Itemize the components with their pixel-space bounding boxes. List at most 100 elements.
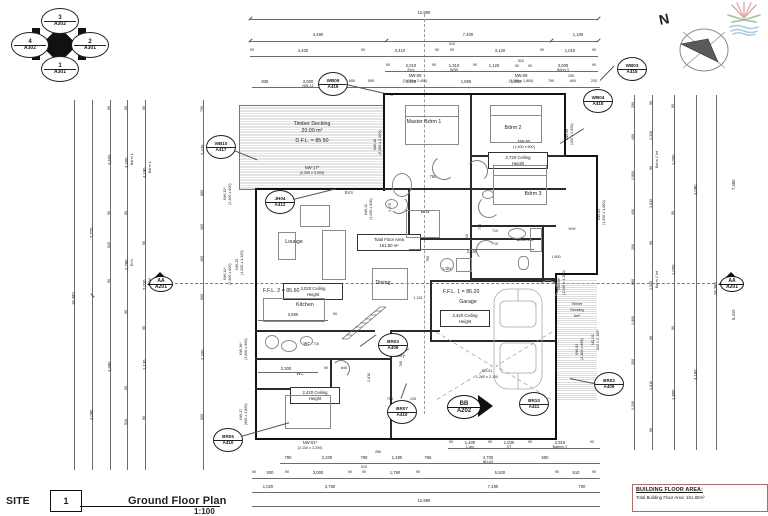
dim-bot2-3: 265 bbox=[374, 450, 382, 454]
dim-line-right-5 bbox=[716, 95, 717, 450]
tag-br05-a: BR05 bbox=[222, 433, 234, 439]
key-plan-elevation-3[interactable]: 3 A302 bbox=[41, 8, 79, 34]
dim-bot3-3: 3,000 bbox=[312, 470, 324, 475]
dim-top3-7: 3,120 bbox=[494, 48, 506, 53]
tag-br05-b: A410 bbox=[214, 439, 242, 446]
dim-line-top-4 bbox=[385, 71, 598, 72]
section-aa-right-a: AA bbox=[728, 277, 736, 284]
sheet-number-box[interactable]: 1 bbox=[50, 490, 82, 512]
tag-bubble-wb06[interactable]: WB06 A416 bbox=[318, 72, 348, 96]
dim-bot2-4: 1,280 bbox=[391, 455, 403, 460]
bath-tub-ens bbox=[392, 173, 412, 197]
dim-right3-3: 1,000 bbox=[671, 264, 676, 275]
dim-top3-8: 90 bbox=[539, 48, 545, 52]
toilet-bathrm2 bbox=[518, 256, 529, 270]
dim-left2-a: 7,770 bbox=[89, 227, 94, 238]
wall-bottom-south bbox=[255, 438, 557, 441]
dim-top3-0: 90 bbox=[249, 48, 255, 52]
dim-bot3-7: 1,790 bbox=[389, 470, 401, 475]
dim-line-left-3 bbox=[110, 100, 111, 470]
dim-left4-2: 90 bbox=[107, 210, 111, 215]
dim-bot3-5: 510 bbox=[360, 465, 368, 469]
kitchen-bench bbox=[263, 298, 325, 322]
dim-bot1-1: 1,400 bbox=[464, 440, 476, 445]
ceiling-bdrm4-l1: 2,420 Ceiling bbox=[302, 390, 328, 396]
dim-line-top-2 bbox=[250, 41, 598, 42]
dim-top5-2: 655 bbox=[348, 79, 356, 83]
dim-2100-internal: 2,100 bbox=[466, 249, 478, 254]
tag-bubble-wb10[interactable]: WB10 A417 bbox=[206, 135, 236, 159]
dim-bot3-1: 930 bbox=[266, 470, 274, 475]
tag-bubble-br03[interactable]: BR03 A409 bbox=[378, 333, 408, 357]
dim-right5-2: 7,480 bbox=[731, 179, 736, 190]
section-line-aa bbox=[175, 283, 715, 284]
key-plan[interactable]: 3 A302 4 A302 2 A301 1 A301 bbox=[6, 6, 114, 82]
tag-br10-b: A411 bbox=[520, 403, 548, 410]
building-floor-area-body: Total Building Floor Area: 161.80m² bbox=[636, 495, 705, 500]
dim-top3-1: 4,400 bbox=[297, 48, 309, 53]
ceiling-bdrm4-l2: Height bbox=[308, 395, 322, 401]
key-plan-elevation-2[interactable]: 2 A301 bbox=[71, 32, 109, 58]
dim-line-bottom-1 bbox=[448, 448, 600, 449]
room-label-bdrm-2: Bdrm 2 bbox=[504, 125, 522, 131]
wall-bathrm2-bottom bbox=[470, 278, 556, 280]
wall-ens-left bbox=[408, 188, 410, 240]
dim-line-right-4 bbox=[696, 95, 697, 450]
dim-right1-3: 400 bbox=[631, 208, 635, 215]
dim-right2-4: 90 bbox=[649, 240, 653, 245]
tag-bubble-br07[interactable]: BR07 A410 bbox=[387, 400, 417, 424]
window-tag-nw11-size: (1,200 x 600) bbox=[369, 198, 373, 220]
wall-garage-left bbox=[430, 280, 432, 342]
wall-wc-right bbox=[330, 358, 332, 388]
bed-bdrm3-headboard bbox=[493, 165, 547, 176]
dim-left5-5: 90 bbox=[124, 385, 128, 390]
window-tag-nw17-size: (2,300 x 3,000) bbox=[299, 171, 325, 175]
dim-line-top-5 bbox=[252, 87, 600, 88]
wall-between-master-bdrm2 bbox=[470, 95, 472, 188]
dim-bot1-lbl-ldry: L'dry bbox=[466, 445, 474, 449]
dim-bot2-1: 2,200 bbox=[321, 455, 333, 460]
window-tag-nw02-size: (2,100 x 600) bbox=[580, 338, 584, 360]
section-marker-bb[interactable]: BB A202 bbox=[447, 393, 493, 419]
dim-left5-2: 90 bbox=[124, 210, 128, 215]
dim-top5-6: 1,800 bbox=[510, 79, 522, 84]
door-swing-garage-side bbox=[538, 280, 558, 300]
key-plan-elevation-1[interactable]: 1 A301 bbox=[41, 56, 79, 82]
ceiling-master-l1: 2,720 Ceiling bbox=[505, 155, 531, 161]
ceiling-master-l2: Height bbox=[511, 160, 525, 166]
dim-top2-c: 1,100 bbox=[572, 32, 584, 37]
wall-ww-left bbox=[470, 190, 472, 240]
window-tag-nw08-label: NW-08 bbox=[514, 73, 528, 78]
total-floor-area-box: Total Floor Area 161.80 m² bbox=[357, 234, 421, 251]
tag-wb10-b: A417 bbox=[207, 146, 235, 153]
wall-kitchen-bottom bbox=[255, 330, 375, 332]
tag-bubble-br02[interactable]: BR02 A409 bbox=[594, 372, 624, 396]
dim-line-right-3 bbox=[674, 95, 675, 450]
dim-top5-0: 835 bbox=[261, 79, 269, 84]
section-marker-aa-right[interactable]: AA A201 bbox=[716, 272, 746, 294]
dim-bot3-6: 90 bbox=[361, 470, 367, 474]
tag-bubble-br10[interactable]: BR10 A411 bbox=[519, 392, 549, 416]
dim-top3-6: 90 bbox=[449, 48, 455, 52]
dim-bot1-4: 90 bbox=[527, 440, 533, 444]
stairs bbox=[340, 305, 392, 341]
dim-right1-1: 400 bbox=[631, 133, 635, 140]
section-marker-aa-left[interactable]: AA A201 bbox=[145, 272, 175, 294]
tag-bubble-wb03[interactable]: WB03 A415 bbox=[617, 57, 647, 81]
key-plan-elevation-4[interactable]: 4 A302 bbox=[11, 32, 49, 58]
tag-bubble-jh04[interactable]: JH04 A412 bbox=[265, 190, 295, 214]
tag-bubble-wb04[interactable]: WB04 A415 bbox=[583, 89, 613, 113]
ceiling-garage-l1: 2,420 Ceiling bbox=[452, 313, 478, 319]
sheet-number: 1 bbox=[63, 496, 69, 506]
tag-jh04-a: JH04 bbox=[274, 195, 286, 201]
key-plan-elev-3-sheet: A302 bbox=[43, 21, 77, 27]
dim-line-left-4 bbox=[127, 100, 128, 470]
dim-top4-5: 1,120 bbox=[488, 63, 500, 68]
page-title: Ground Floor Plan bbox=[128, 495, 227, 507]
wall-bathrm2-top bbox=[470, 225, 556, 227]
wall-lounge-top bbox=[255, 188, 385, 191]
room-label-ww: W/W bbox=[420, 209, 430, 214]
tag-bubble-br05[interactable]: BR05 A410 bbox=[213, 428, 243, 452]
dim-left7-3: 160 bbox=[200, 223, 204, 230]
dim-right1-2: 1,800 bbox=[631, 170, 635, 180]
